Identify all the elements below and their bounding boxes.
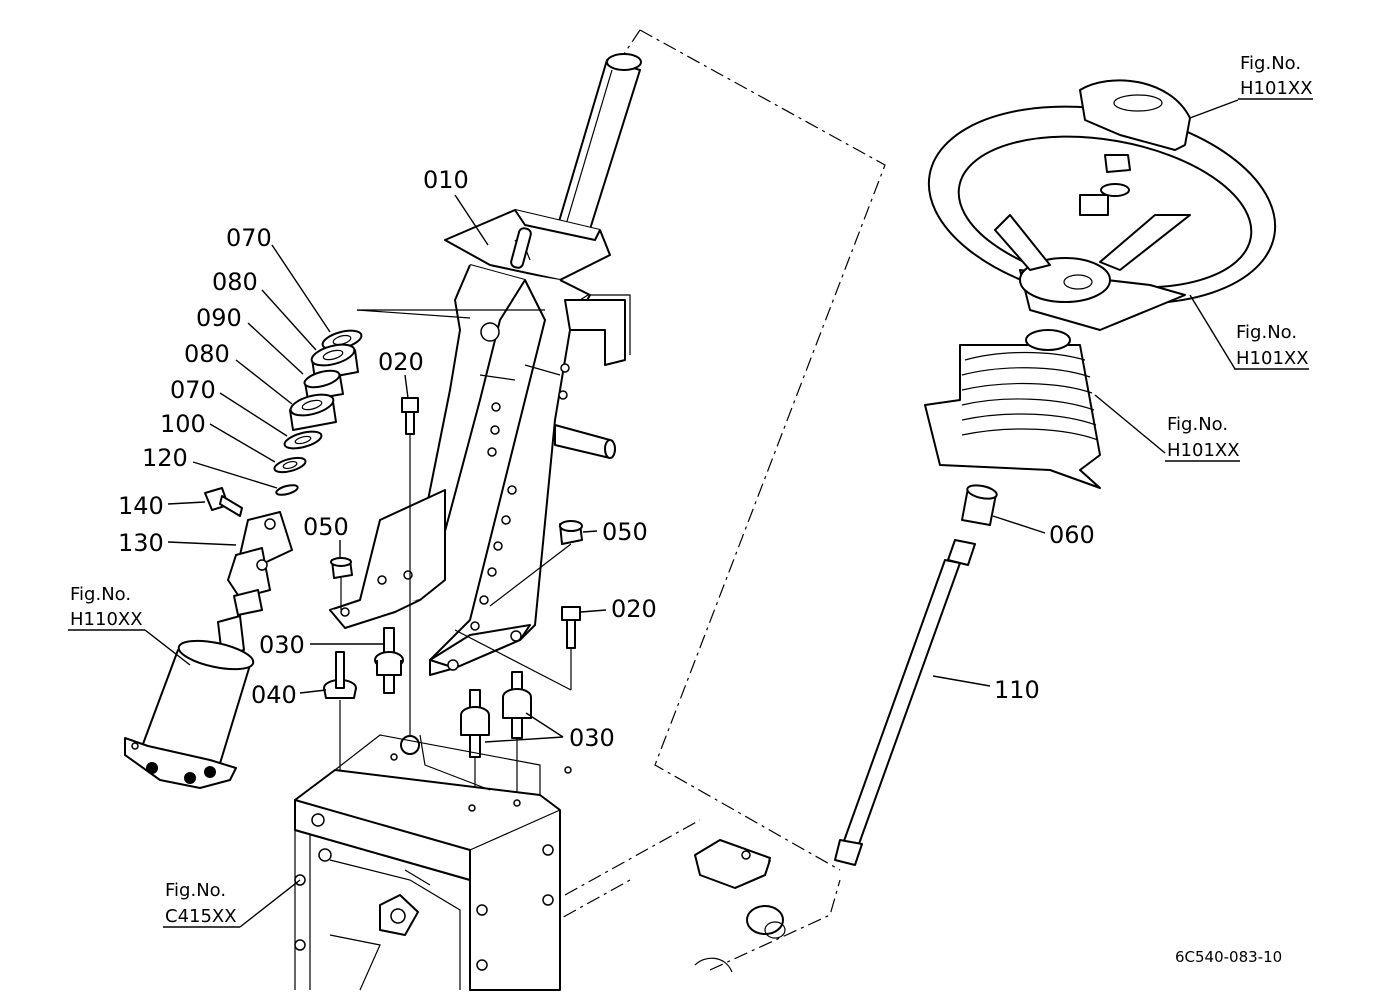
- callout-070-lower: 070: [170, 376, 216, 404]
- fig-ref-code-frame: C415XX: [165, 906, 237, 927]
- fig-ref-code-boot: H101XX: [1167, 440, 1240, 461]
- callout-020-right: 020: [611, 595, 657, 623]
- mounting-hardware: [323, 397, 583, 850]
- callout-labels: 010 070 080 090 080 070 100 120 140 130 …: [118, 166, 1095, 752]
- callout-090: 090: [196, 304, 242, 332]
- callout-060: 060: [1049, 521, 1095, 549]
- bottom-right-small-parts: [694, 839, 786, 973]
- figure-references: Fig.No. H101XX Fig.No. H101XX Fig.No. H1…: [68, 53, 1313, 928]
- steering-boot: [924, 329, 1101, 489]
- frame: [294, 734, 572, 991]
- steering-column-010: [329, 53, 642, 676]
- callout-020-left: 020: [378, 348, 424, 376]
- fig-ref-caption-frame: Fig.No.: [165, 880, 226, 901]
- callout-070-upper: 070: [226, 224, 272, 252]
- callout-030-right: 030: [569, 724, 615, 752]
- steering-unit: [124, 615, 255, 789]
- callout-130: 130: [118, 529, 164, 557]
- fig-ref-caption-boot: Fig.No.: [1167, 414, 1228, 435]
- bearing-stack: [273, 309, 545, 496]
- callout-040: 040: [251, 681, 297, 709]
- callout-080-lower: 080: [184, 340, 230, 368]
- callout-110: 110: [994, 676, 1040, 704]
- fig-ref-code-steering-unit: H110XX: [70, 609, 143, 630]
- callout-050-right: 050: [602, 518, 648, 546]
- fig-ref-code-wheel: H101XX: [1236, 348, 1309, 369]
- leader-lines: [144, 99, 1239, 928]
- universal-joint-130: [204, 487, 293, 616]
- fig-ref-caption-steering-unit: Fig.No.: [70, 584, 131, 605]
- fig-ref-caption-wheel-cap: Fig.No.: [1240, 53, 1301, 74]
- callout-100: 100: [160, 410, 206, 438]
- steering-shaft-110: [834, 484, 998, 866]
- fig-ref-caption-wheel: Fig.No.: [1236, 322, 1297, 343]
- drawing-code: 6C540-083-10: [1175, 948, 1282, 966]
- callout-030-left: 030: [259, 631, 305, 659]
- fig-ref-code-wheel-cap: H101XX: [1240, 78, 1313, 99]
- callout-050-left: 050: [303, 513, 349, 541]
- steering-wheel: [927, 79, 1277, 331]
- callout-120: 120: [142, 444, 188, 472]
- callout-010: 010: [423, 166, 469, 194]
- callout-080-upper: 080: [212, 268, 258, 296]
- callout-140: 140: [118, 492, 164, 520]
